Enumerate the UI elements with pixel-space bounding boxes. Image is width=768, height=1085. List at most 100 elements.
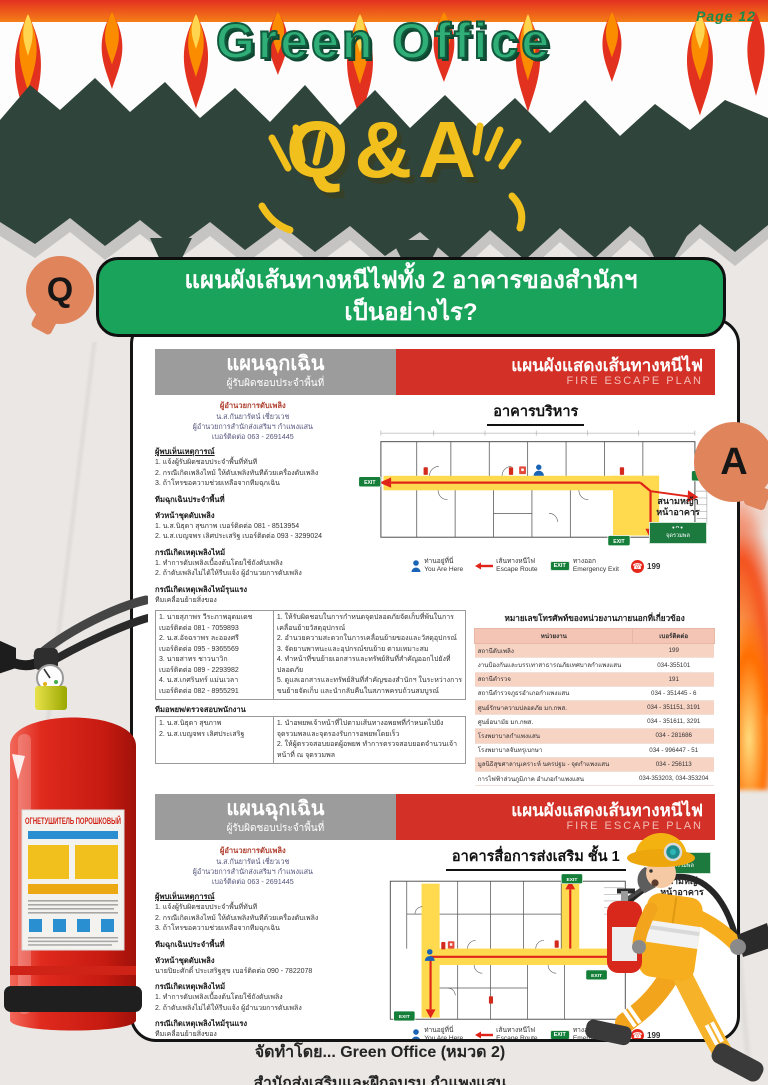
assembly-point: สนามหญ้า หน้าอาคาร •ᴖ• จุดรวมพล [645,496,711,546]
fire-alarm-icon [518,466,526,475]
phone-directory: หมายเลขโทรศัพท์ของหน่วยงานภายนอกที่เกี่ย… [474,610,715,787]
building-title: อาคารสื่อการส่งเสริม ชั้น 1 [357,845,715,872]
extinguisher-label: ОГНЕТУШИТЕЛЬ ПОРОШКОВЫЙ [21,809,125,951]
emergency-phone-icon: ☎ [631,559,645,573]
table-row: งานป้องกันและบรรเทาสาธารณภัยเทศบาลกำแพงแ… [474,657,715,673]
emergency-plan-header: แผนฉุกเฉิน ผู้รับผิดชอบประจำพื้นที่ [155,349,396,395]
list-item: 5. ดูแลเอกสารและทรัพย์สินที่สำคัญของสำนั… [276,677,463,695]
boot-back [585,1019,632,1046]
question-box: แผนผังเส้นทางหนีไฟทั้ง 2 อาคารของสำนักฯ … [96,257,726,337]
list-item: 2. น.ส.อัจฉราพร ละอองศรี [159,635,239,643]
fire-director-block: ผู้อำนวยการดับเพลิง น.ส.กันยารัตน์ เชี่ย… [192,846,313,887]
list-item: 1. น.ส.นิธุดา สุขภาพ เบอร์ติดต่อ 081 - 8… [155,522,300,530]
list-item: 1. น.ส.นิธุดา สุขภาพ [159,720,222,728]
glove-left [632,940,646,954]
escape-route-arrow-icon [475,1031,494,1039]
exit-sign-icon: EXIT [549,1030,570,1039]
list-item: เบอร์ติดต่อ 089 - 2293982 [159,666,239,674]
exit-sign-icon: EXIT [549,561,570,572]
footer: จัดทำโดย... Green Office (หมวด 2) สำนักส… [100,1040,660,1085]
list-item: 4. ทำหน้าที่ขนย้ายเอกสารและทรัพย์สินที่ส… [276,656,451,674]
answer-card: แผนฉุกเฉิน ผู้รับผิดชอบประจำพื้นที่ แผนผ… [130,318,740,1042]
helmet-icon [627,833,695,867]
list-item: 2. อำนวยความสะดวกในการเคลื่อนย้ายของและว… [276,635,457,643]
svg-text:EXIT: EXIT [364,480,376,486]
people-icon: •ᴖ• [672,524,684,532]
list-item: นายปิยะศักดิ์ ประเสริฐสุข เบอร์ติดต่อ 09… [155,967,313,975]
svg-text:EXIT: EXIT [591,973,602,979]
list-item: เบอร์ติดต่อ 095 - 9365569 [159,645,239,653]
lever-icon [33,595,148,661]
extinguisher-icon [423,467,624,475]
footer-org: สำนักส่งเสริมและฝึกอบรม กำแพงแสน [253,1075,507,1085]
floor-plan-media-building: EXIT EXIT EXIT [389,873,626,1022]
list-item: 1. ทำการดับเพลิงเบื้องต้นโดยใช้ถังดับเพล… [155,559,283,567]
assembly-point-sign: •ᴖ• จุดรวมพล [648,521,707,544]
list-item: 2. น.ส.เบญจพร เลิศประเสริฐ เบอร์ติดต่อ 0… [155,533,323,541]
you-are-here-icon [411,559,421,572]
torn-paper-band [0,78,768,288]
emergency-info-column: ผู้อำนวยการดับเพลิง น.ส.กันยารัตน์ เชี่ย… [155,400,357,606]
question-letter: Q [46,270,74,309]
list-item: เบอร์ติดต่อ 081 - 7059893 [159,624,239,632]
question-bubble: Q [26,256,94,324]
list-item: 1. แจ้งผู้รับผิดชอบประจำพื้นที่ทันที [155,904,258,912]
boot-front [711,1043,764,1082]
list-item: 2. กรณีเกิดเพลิงไหม้ ให้ดับเพลิงทันทีด้ว… [155,914,319,922]
page-number: Page 12 [696,8,756,24]
answer-letter: A [720,440,748,483]
you-are-here-icon [412,1029,421,1039]
you-are-here-icon [533,464,544,476]
answer-bubble: A [694,422,768,502]
glove-right [730,939,746,955]
list-item: 3. ถ้าโทรขอความช่วยเหลือจากทีมฉุกเฉิน [155,925,280,933]
list-item: 1. นำอพยพเจ้าหน้าที่ไปตามเส้นทางอพยพที่ก… [276,720,444,738]
fire-director-block: ผู้อำนวยการดับเพลิง น.ส.กันยารัตน์ เชี่ย… [192,401,313,442]
question-line-1: แผนผังเส้นทางหนีไฟทั้ง 2 อาคารของสำนักฯ [184,266,638,294]
question-line-2: เป็นอย่างไร? [344,299,478,326]
list-item: 2. ถ้าดับเพลิงไม่ได้ให้รีบแจ้ง ผู้อำนวยก… [155,1004,302,1012]
table-row: ศูนย์อนามัย มก.กพส.034 - 351611, 3291 [474,714,715,730]
list-item: 2. ถ้าดับเพลิงไม่ได้ให้รีบแจ้ง ผู้อำนวยก… [155,570,302,578]
fire-escape-plan-doc-1: แผนฉุกเฉิน ผู้รับผิดชอบประจำพื้นที่ แผนผ… [155,349,715,787]
floor-plan-administration: EXIT EXIT EXIT [357,430,714,547]
footer-credit: จัดทำโดย... Green Office (หมวด 2) [254,1044,506,1061]
list-item: 2. น.ส.เบญจพร เลิศประเสริฐ [159,730,245,738]
column-header: เบอร์ติดต่อ [632,628,715,645]
firefighter-illustration [585,833,768,1082]
emergency-info-column: ผู้อำนวยการดับเพลิง น.ส.กันยารัตน์ เชี่ย… [155,845,357,1039]
emergency-plan-header: แผนฉุกเฉิน ผู้รับผิดชอบประจำพื้นที่ [155,794,396,841]
team-duty-tables: 1. นายสุภาพร วีระภาพอุดมเดชเบอร์ติดต่อ 0… [155,610,474,786]
table-row: ศูนย์รักษาความปลอดภัย มก.กพส.034 - 35115… [474,700,715,716]
emergency-phone-icon: ☎ [631,1028,645,1040]
page-title: Green Office [215,12,553,70]
building-title: อาคารบริหาร [357,400,715,426]
label-text: ОГНЕТУШИТЕЛЬ ПОРОШКОВЫЙ [25,815,121,826]
fire-extinguisher-illustration: ОГНЕТУШИТЕЛЬ ПОРОШКОВЫЙ [0,595,148,1031]
pictogram-squares [29,919,114,932]
exit-sign-icon: EXIT EXIT EXIT [392,873,608,1022]
fire-flames-decoration [0,0,768,126]
list-item: 4. น.ส.เกศรินทร์ แม่นเวลา [159,677,239,685]
svg-text:EXIT: EXIT [398,1014,409,1020]
fire-alarm-icon [447,941,455,949]
sparkle-accents-icon [258,122,526,234]
list-item: 1. ให้รับผิดชอบในการกำหนดจุดปลอดภัยจัดเก… [276,614,454,632]
fire-escape-header: แผนผังแสดงเส้นทางหนีไฟ FIRE ESCAPE PLAN [395,794,715,841]
list-item: เบอร์ติดต่อ 082 - 8955291 [159,687,239,695]
svg-text:EXIT: EXIT [613,539,625,545]
list-item: 1. แจ้งผู้รับผิดชอบประจำพื้นที่ทันที [155,459,258,467]
list-item: 2. ให้ผู้ตรวจสอบยอดผู้อพยพ ทำการตรวจสอบย… [276,741,458,759]
svg-text:EXIT: EXIT [566,877,577,883]
list-item: 3. จัดยานพาหนะและอุปกรณ์ขนย้าย ตามเหมาะส… [276,645,429,653]
list-item: 1. ทำการดับเพลิงเบื้องต้นโดยใช้ถังดับเพล… [155,994,283,1002]
column-header: หน่วยงาน [474,628,634,645]
extinguisher-icon [440,940,559,1004]
